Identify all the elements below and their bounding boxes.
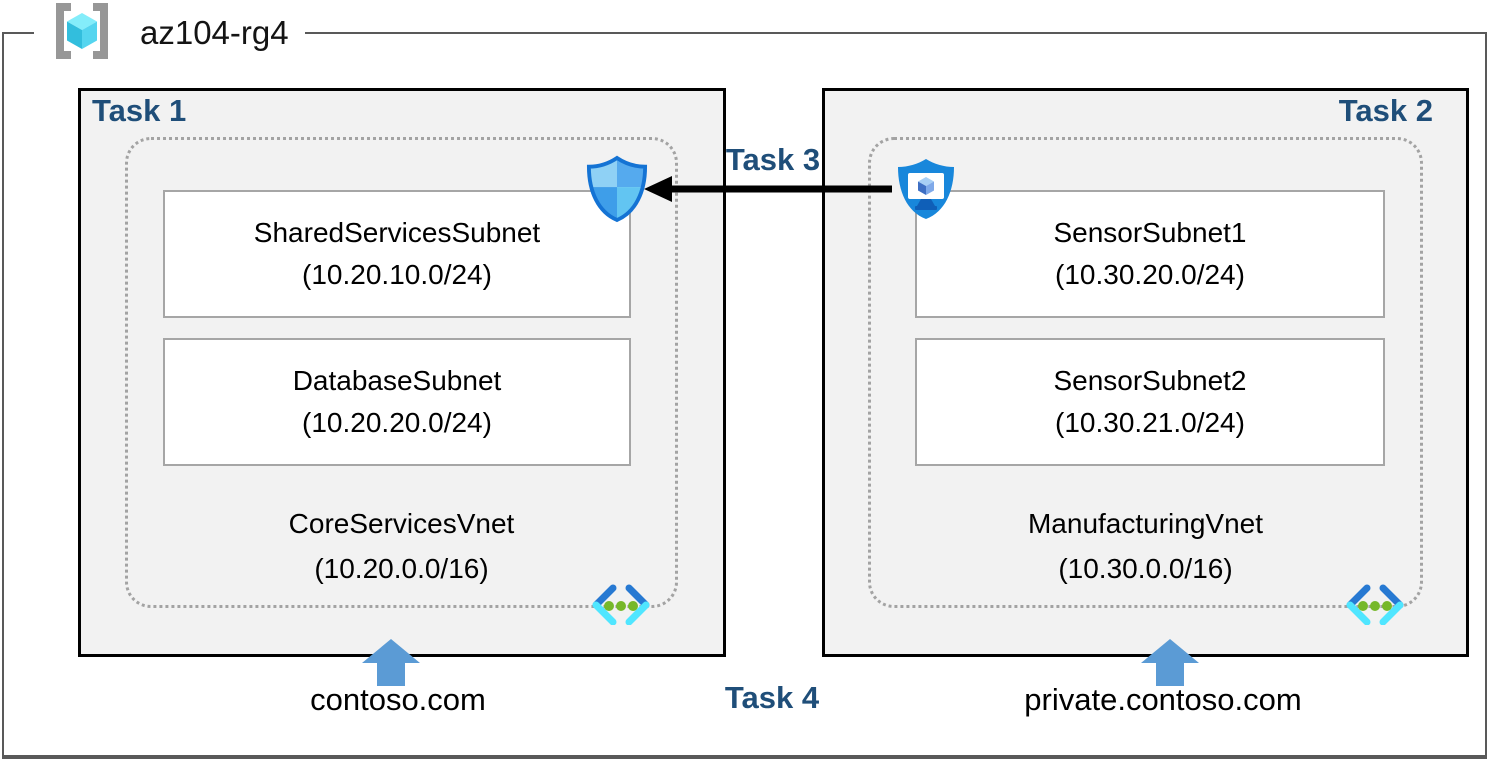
dns-label-private-contoso: private.contoso.com (1024, 682, 1302, 717)
subnet-name: SharedServicesSubnet (253, 217, 541, 248)
resource-group-frame (2, 32, 1487, 759)
vnet-cidr: (10.20.0.0/16) (314, 553, 489, 584)
core-services-vnet-container (125, 137, 678, 608)
subnet-cidr: (10.30.21.0/24) (1055, 407, 1245, 438)
virtual-network-icon (1342, 583, 1408, 630)
sensor-subnet1-box: SensorSubnet1 (10.30.20.0/24) (915, 190, 1385, 318)
subnet-name: SensorSubnet1 (1053, 217, 1247, 248)
network-security-shield-icon (586, 155, 648, 228)
manufacturing-vnet-container (868, 137, 1423, 608)
resource-group-header: az104-rg4 (34, 0, 305, 66)
subnet-cidr: (10.20.20.0/24) (302, 407, 492, 438)
resource-group-icon (50, 2, 114, 65)
vnet-cidr: (10.30.0.0/16) (1058, 553, 1233, 584)
dns-up-arrow-icon (1141, 639, 1199, 691)
subnet-name: DatabaseSubnet (292, 365, 502, 396)
subnet-cidr: (10.30.20.0/24) (1055, 259, 1245, 290)
database-subnet-box: DatabaseSubnet (10.20.20.0/24) (163, 338, 631, 466)
virtual-network-icon (588, 583, 654, 630)
subnet-cidr: (10.20.10.0/24) (302, 259, 492, 290)
task2-label: Task 2 (1338, 93, 1433, 128)
task4-label: Task 4 (724, 680, 820, 715)
vnet-name: CoreServicesVnet (288, 508, 515, 539)
manufacturing-vnet-label: ManufacturingVnet (10.30.0.0/16) (868, 501, 1423, 591)
dns-up-arrow-icon (362, 639, 420, 691)
dns-label-contoso: contoso.com (310, 682, 486, 717)
sensor-subnet2-box: SensorSubnet2 (10.30.21.0/24) (915, 338, 1385, 466)
subnet-name: SensorSubnet2 (1053, 365, 1247, 396)
vnet-name: ManufacturingVnet (1027, 508, 1264, 539)
resource-group-title: az104-rg4 (140, 14, 289, 51)
task3-label: Task 3 (725, 142, 821, 177)
bastion-shield-monitor-icon (894, 157, 958, 226)
task1-label: Task 1 (92, 93, 187, 128)
shared-services-subnet-box: SharedServicesSubnet (10.20.10.0/24) (163, 190, 631, 318)
peering-arrow (640, 172, 896, 211)
core-services-vnet-label: CoreServicesVnet (10.20.0.0/16) (125, 501, 678, 591)
